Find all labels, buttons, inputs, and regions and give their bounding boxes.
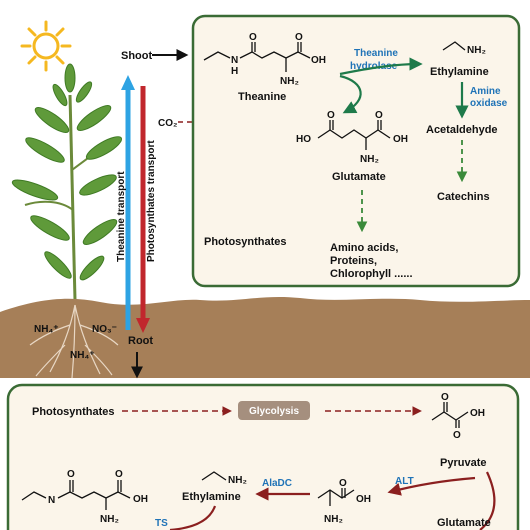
root-photosynthates-label: Photosynthates	[32, 406, 115, 418]
photosynthates-transport-arrow	[136, 86, 150, 333]
amine-oxidase-line1: Amine	[470, 86, 501, 97]
alt-arrow	[479, 471, 496, 530]
photosynthates-transport-label: Photosynthates transport	[146, 140, 157, 262]
ts-arrow	[169, 505, 217, 530]
glutamate-nh2-group: NH₂	[360, 154, 379, 165]
theanine-transport-label: Theanine transport	[116, 171, 127, 262]
shoot-photosynthates-label: Photosynthates	[204, 236, 287, 248]
alanine-nh2-group: NH₂	[324, 514, 343, 525]
sun-icon	[20, 20, 72, 72]
glycolysis-box	[238, 401, 310, 420]
theanine-nh2-group: NH₂	[280, 76, 299, 87]
root-ethylamine-label: Ethylamine	[182, 491, 241, 503]
shoot-label: Shoot	[121, 50, 152, 62]
theanine-n-atom: N	[231, 55, 238, 66]
pyruvate-o-atom-1: O	[441, 392, 449, 403]
theanine-structure	[203, 42, 311, 72]
root-theanine-nh2-group: NH₂	[100, 514, 119, 525]
shoot-ethylamine-label: Ethylamine	[430, 66, 489, 78]
root-theanine-o-atom-2: O	[115, 469, 123, 480]
root-theanine-o-atom-1: O	[67, 469, 75, 480]
shoot-panel	[191, 14, 521, 288]
hydrolysis-arrow-down	[339, 74, 362, 114]
glutamate-ho-group: HO	[296, 134, 311, 145]
root-label: Root	[128, 335, 153, 347]
hydrolysis-arrow-top	[339, 57, 423, 76]
amine-oxidase-line2: oxidase	[470, 98, 508, 109]
products-line2: Proteins,	[330, 255, 377, 267]
pyruvate-label: Pyruvate	[440, 457, 486, 469]
theanine-o-atom-1: O	[249, 32, 257, 43]
theanine-hydrolase-line1: Theanine	[354, 48, 398, 59]
soil-no3: NO₃⁻	[92, 324, 117, 335]
tea-plant-icon	[11, 63, 123, 301]
theanine-oh-group: OH	[311, 55, 326, 66]
theanine-o-atom-2: O	[295, 32, 303, 43]
ts-label: TS	[155, 518, 168, 529]
root-glutamate-label: Glutamate	[437, 517, 491, 529]
aladc-label: AlaDC	[262, 478, 292, 489]
root-theanine-n-atom: N	[48, 495, 55, 506]
root-ethylamine-structure	[201, 471, 227, 481]
ethylamine-nh2: NH₂	[467, 45, 486, 56]
pyruvate-structure	[431, 402, 469, 428]
alanine-structure	[317, 488, 355, 506]
soil-nh4-left: NH₄⁺	[34, 324, 59, 335]
root-theanine-structure	[21, 480, 131, 510]
co2-label: CO₂	[158, 118, 177, 129]
pyruvate-o-atom-2: O	[453, 430, 461, 441]
glutamate-o-atom-2: O	[375, 110, 383, 121]
ethylamine-structure	[442, 41, 466, 51]
alanine-oh-group: OH	[356, 494, 371, 505]
glutamate-o-atom-1: O	[327, 110, 335, 121]
shoot-glutamate-label: Glutamate	[332, 171, 386, 183]
products-line1: Amino acids,	[330, 242, 398, 254]
glutamate-structure	[317, 120, 391, 150]
root-theanine-oh-group: OH	[133, 494, 148, 505]
theanine-h-atom: H	[231, 66, 238, 77]
glutamate-oh-group: OH	[393, 134, 408, 145]
soil-band	[0, 296, 530, 378]
alt-arrow-to-alanine	[387, 476, 476, 496]
alanine-o-atom: O	[339, 478, 347, 489]
glycolysis-label: Glycolysis	[249, 406, 299, 417]
theanine-transport-arrow	[121, 75, 135, 330]
theanine-hydrolase-line2: hydrolase	[350, 61, 398, 72]
roots-icon	[29, 304, 119, 379]
pyruvate-oh-group: OH	[470, 408, 485, 419]
acetaldehyde-label: Acetaldehyde	[426, 124, 498, 136]
alt-label: ALT	[395, 476, 414, 487]
catechins-label: Catechins	[437, 191, 490, 203]
root-ethylamine-nh2: NH₂	[228, 475, 247, 486]
products-line3: Chlorophyll ......	[330, 268, 413, 280]
soil-nh4-bottom: NH₄⁺	[70, 350, 95, 361]
theanine-label: Theanine	[238, 91, 286, 103]
